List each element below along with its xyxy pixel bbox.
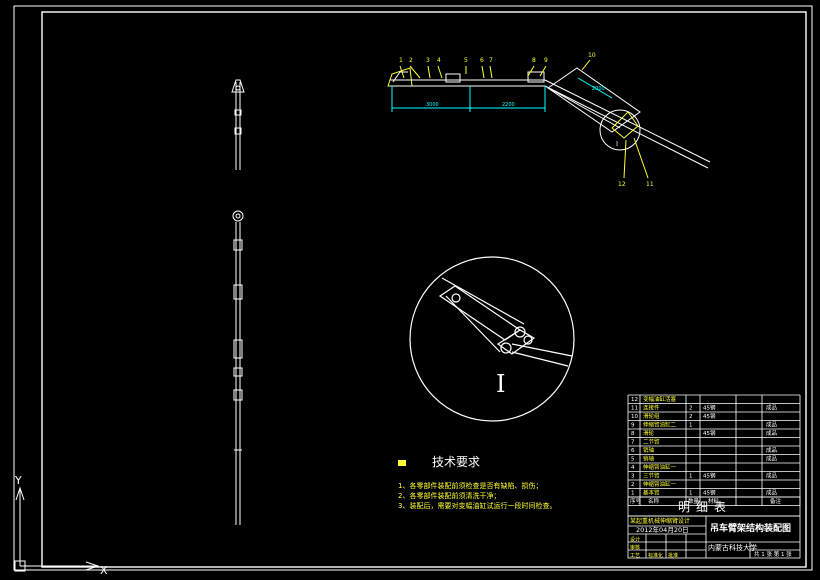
detail-marker: I [616,140,618,148]
school-name: 内蒙古科技大学 [708,543,757,552]
parts-row-material: 45钢 [703,472,716,480]
drawing-date: 2012年04月20日 [636,525,689,534]
parts-row-material: 45钢 [703,412,716,420]
svg-text:9: 9 [544,57,548,64]
parts-row-material: 45钢 [703,404,716,412]
bullet-marker [398,460,406,466]
detail-view-circle [409,256,575,422]
side-view-top [231,79,245,170]
title-block [627,515,801,559]
boom-assembly-view [387,59,711,179]
parts-row-note: 成品 [766,421,778,429]
project-name: 某起重机械伸缩臂设计 [630,517,690,525]
svg-text:7: 7 [489,57,493,64]
parts-row-qty: 2 [689,406,693,412]
svg-text:1: 1 [399,57,403,64]
parts-row-name: 伸缩臂油缸二 [643,421,677,429]
tech-req-title: 技术要求 [432,455,480,469]
title-row-label: 标准化 [648,552,663,559]
parts-row-no: 3 [631,474,635,480]
parts-row-qty: 1 [689,423,693,429]
svg-text:5: 5 [464,57,468,64]
ucs-y-label: Y [14,474,22,487]
detail-label: I [496,370,505,398]
parts-row-no: 5 [631,457,635,463]
parts-row-qty: 2 [689,414,693,420]
parts-row-no: 2 [631,482,635,488]
parts-row-name: 连接件 [643,404,660,412]
svg-text:12: 12 [618,181,626,188]
parts-row-name: 滑轮 [643,429,655,437]
parts-header-material: 材料 [708,497,720,505]
parts-row-no: 6 [631,448,635,454]
parts-row-name: 二节臂 [643,438,660,446]
svg-text:6: 6 [480,57,484,64]
outer-border [13,5,813,571]
svg-text:8: 8 [532,57,536,64]
parts-row-no: 8 [631,431,635,437]
parts-row-name: 销轴 [643,455,655,463]
parts-row-name: 基本臂 [643,489,660,497]
svg-text:2: 2 [409,57,413,64]
tech-req-item: 3、装配后，需要对变幅油缸试运行一段时间检查。 [398,501,556,510]
parts-row-name: 伸缩臂油缸一 [643,463,677,471]
tech-req-item: 1、各零部件装配前须检查是否有缺陷、损伤； [398,481,542,490]
svg-text:10: 10 [588,52,596,59]
svg-text:4: 4 [437,57,441,64]
ucs-x-label: X [100,564,108,577]
parts-row-qty: 1 [689,474,693,480]
parts-row-name: 变幅油缸活塞 [643,395,677,403]
parts-row-name: 销轴 [643,446,655,454]
dimension-text: 2000 [592,86,605,92]
parts-row-no: 7 [631,440,635,446]
parts-row-material: 45钢 [703,429,716,437]
parts-row-note: 成品 [766,404,778,412]
parts-row-material: 45钢 [703,489,716,497]
parts-header-note: 备注 [770,497,782,505]
tech-req-item: 2、各零部件装配前须清洗干净； [398,491,500,500]
parts-row-name: 滑轮组 [643,412,660,420]
parts-row-no: 4 [631,465,635,471]
parts-row-note: 成品 [766,489,778,497]
inner-border [41,11,807,568]
parts-row-no: 9 [631,423,635,429]
sheet-count: 共 1 张 第 1 张 [754,550,792,558]
title-row-label: 批准 [668,552,678,559]
parts-list-title: 明细表 [678,500,732,514]
dimension-text: 2200 [502,102,515,108]
parts-row-no: 1 [631,491,635,497]
title-row-label: 审核 [630,544,640,551]
drawing-title: 吊车臂架结构装配图 [710,522,791,534]
parts-row-no: 11 [631,406,638,412]
parts-header-name: 名称 [648,497,660,505]
dimension-text: 3000 [426,102,439,108]
parts-row-note: 成品 [766,455,778,463]
parts-header-qty: 数量 [688,497,700,505]
parts-row-note: 成品 [766,472,778,480]
balloon-labels: 1 2 3 4 5 6 7 8 9 10 11 12 I 3000 2200 2… [399,52,654,188]
title-row-label: 设计 [630,536,640,543]
parts-row-no: 10 [631,414,638,420]
parts-row-name: 伸缩臂油缸一 [643,480,677,488]
parts-row-name: 三节臂 [643,472,660,480]
parts-header-no: 序号 [630,497,642,505]
parts-row-note: 成品 [766,446,778,454]
parts-row-no: 12 [631,397,638,403]
parts-row-qty: 1 [689,491,693,497]
ucs-icon [14,486,100,572]
title-row-label: 工艺 [630,553,640,559]
svg-text:11: 11 [646,181,654,188]
parts-row-note: 成品 [766,429,778,437]
svg-text:3: 3 [426,57,430,64]
side-view-bottom [232,210,244,525]
